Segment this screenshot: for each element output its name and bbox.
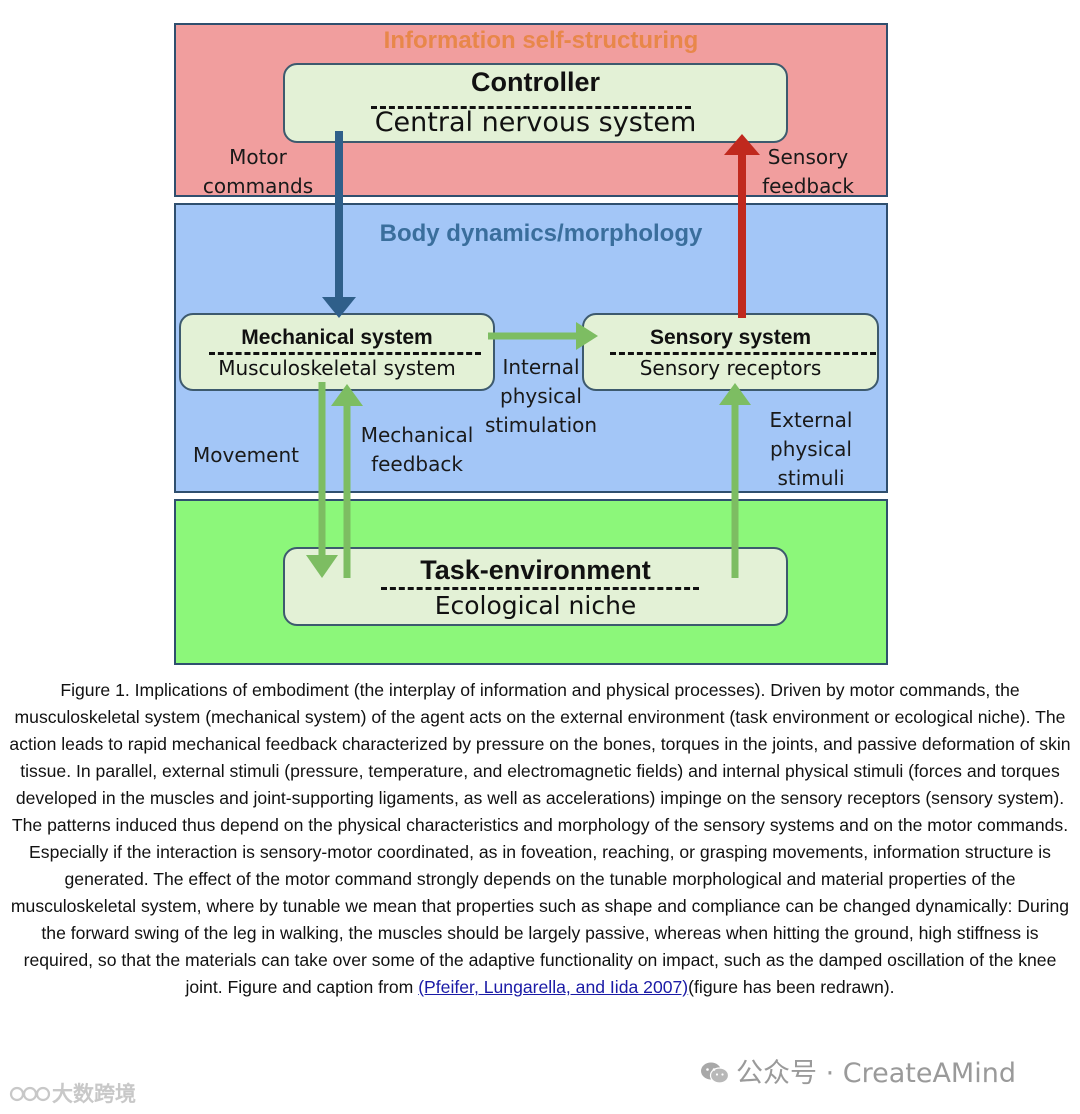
caption-text: Figure 1. Implications of embodiment (th…: [9, 680, 1071, 997]
sensory-divider: [610, 352, 876, 355]
task-environment-title: Task-environment: [420, 555, 651, 585]
internal-stimulation-arrow: [488, 322, 598, 350]
mechanical-divider: [209, 352, 481, 355]
wechat-icon: [701, 1062, 730, 1084]
mechanical-system-box: Mechanical system Musculoskeletal system: [179, 313, 495, 391]
sensory-system-subtitle: Sensory receptors: [639, 356, 822, 380]
controller-subtitle: Central nervous system: [374, 107, 697, 138]
figure-caption: Figure 1. Implications of embodiment (th…: [8, 677, 1072, 1001]
sensory-feedback-label: Sensory feedback: [762, 145, 854, 198]
movement-arrow: [306, 382, 338, 578]
watermark-left-text: 大数跨境: [52, 1082, 136, 1106]
mechanical-system-subtitle: Musculoskeletal system: [218, 356, 456, 380]
caption-tail: (figure has been redrawn).: [688, 977, 895, 997]
watermark-dashu: 大数跨境: [8, 1078, 136, 1108]
internal-stimulation-label: Internal physical stimulation: [484, 355, 598, 437]
watermark-right-text: 公众号 · CreateAMind: [736, 1058, 1016, 1089]
motor-commands-arrow: [322, 131, 356, 318]
flow-arrows: [306, 131, 760, 578]
external-stimuli-arrow: [719, 383, 751, 578]
movement-label: Movement: [193, 443, 299, 467]
band-body-title: Body dynamics/morphology: [379, 220, 703, 247]
controller-divider: [371, 106, 691, 109]
task-environment-subtitle: Ecological niche: [434, 591, 637, 620]
sensory-system-title: Sensory system: [649, 326, 812, 349]
external-stimuli-label: External physical stimuli: [769, 408, 853, 490]
sensory-feedback-arrow: [724, 134, 760, 318]
band-information-title: Information self-structuring: [383, 27, 699, 54]
mechanical-feedback-arrow: [331, 384, 363, 578]
controller-box: Controller Central nervous system: [283, 63, 788, 143]
task-environment-box: Task-environment Ecological niche: [283, 547, 788, 626]
dashu-logo-icon: [9, 1086, 51, 1102]
task-environment-divider: [381, 587, 699, 590]
watermark-createamind: 公众号 · CreateAMind: [700, 1051, 1016, 1090]
motor-commands-label: Motor commands: [202, 145, 314, 198]
controller-title: Controller: [470, 67, 600, 97]
mechanical-system-title: Mechanical system: [241, 326, 433, 349]
citation-link[interactable]: (Pfeifer, Lungarella, and Iida 2007): [418, 977, 689, 997]
sensory-system-box: Sensory system Sensory receptors: [582, 313, 879, 391]
mechanical-feedback-label: Mechanical feedback: [360, 423, 474, 476]
